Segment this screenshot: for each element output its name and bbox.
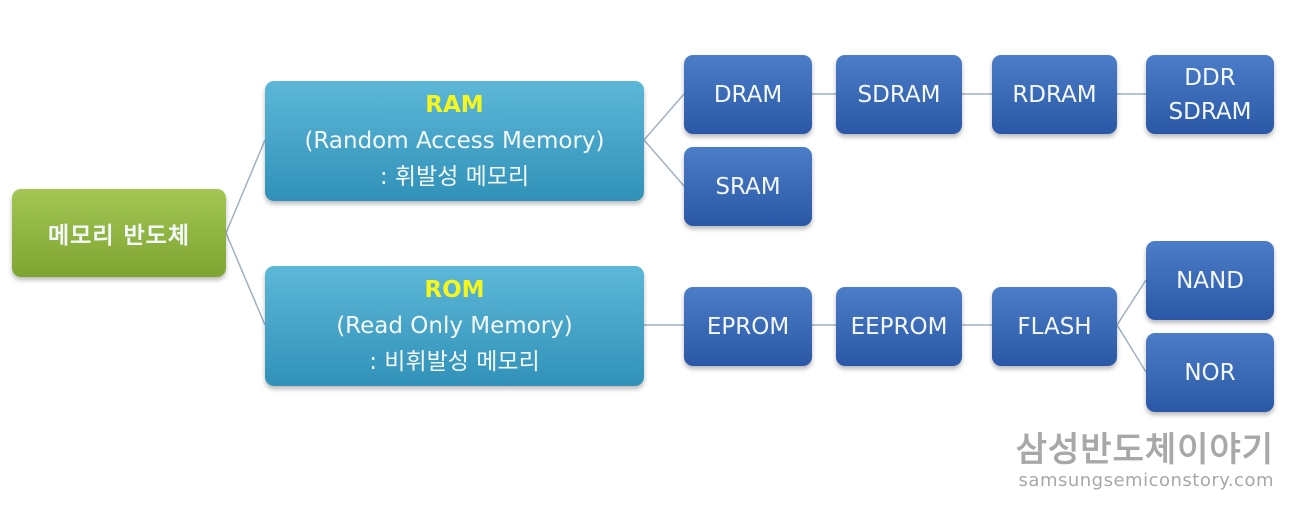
sram-node: SRAM — [684, 147, 812, 226]
root-label: 메모리 반도체 — [48, 223, 190, 249]
connector-flash-nor — [1116, 324, 1147, 373]
watermark-title: 삼성반도체이야기 — [1015, 430, 1274, 470]
connector-root-ram — [225, 139, 266, 234]
sdram-label: SDRAM — [857, 81, 941, 108]
ram-description: : 휘발성 메모리 — [379, 164, 530, 190]
connector-flash-nand — [1116, 279, 1147, 326]
rom-node: ROM (Read Only Memory) : 비휘발성 메모리 — [265, 266, 644, 386]
sram-label: SRAM — [715, 173, 781, 200]
eprom-label: EPROM — [706, 313, 790, 340]
ddr-sdram-label: DDR SDRAM — [1168, 64, 1252, 125]
nand-node: NAND — [1146, 241, 1274, 320]
connector-ram-dram — [643, 93, 685, 141]
nand-label: NAND — [1176, 267, 1244, 294]
ram-node: RAM (Random Access Memory) : 휘발성 메모리 — [265, 81, 644, 201]
nor-label: NOR — [1184, 359, 1236, 386]
ddr-sdram-node: DDR SDRAM — [1146, 55, 1274, 134]
dram-node: DRAM — [684, 55, 812, 134]
flash-node: FLASH — [992, 287, 1117, 366]
rom-description: : 비휘발성 메모리 — [369, 349, 540, 375]
rdram-label: RDRAM — [1012, 81, 1097, 108]
eprom-node: EPROM — [684, 287, 812, 366]
eeprom-node: EEPROM — [836, 287, 962, 366]
rom-acronym: ROM — [424, 277, 485, 303]
eeprom-label: EEPROM — [850, 313, 948, 340]
flash-label: FLASH — [1017, 313, 1092, 340]
rom-full-name: (Read Only Memory) — [336, 313, 573, 339]
ram-full-name: (Random Access Memory) — [304, 128, 605, 154]
sdram-node: SDRAM — [836, 55, 962, 134]
root-node: 메모리 반도체 — [12, 189, 226, 277]
ram-acronym: RAM — [425, 92, 484, 118]
rdram-node: RDRAM — [992, 55, 1117, 134]
connector-ram-sram — [643, 139, 685, 187]
watermark-url: samsungsemiconstory.com — [1018, 470, 1274, 491]
nor-node: NOR — [1146, 333, 1274, 412]
connector-root-rom — [225, 232, 266, 326]
dram-label: DRAM — [713, 81, 783, 108]
